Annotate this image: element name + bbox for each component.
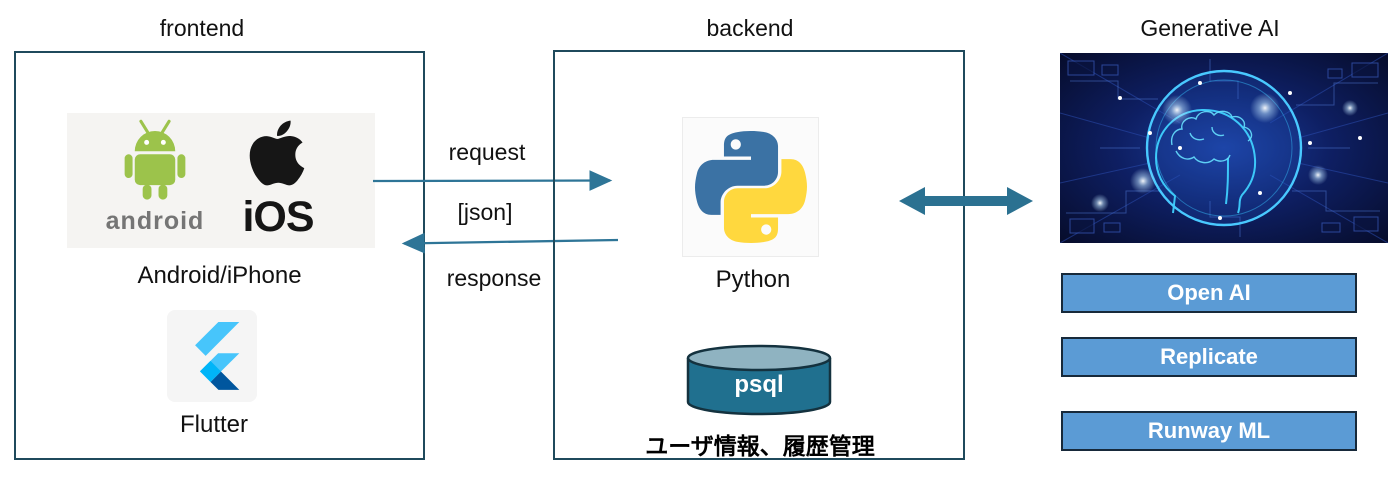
database-cylinder-icon: psql — [684, 344, 834, 416]
flutter-label: Flutter — [179, 411, 248, 438]
flutter-logo-icon — [184, 322, 240, 390]
frontend-title: frontend — [159, 15, 245, 41]
python-label: Python — [715, 266, 791, 293]
right-arrow-icon — [372, 170, 613, 191]
android-wordmark: android — [105, 207, 205, 235]
database-label: psql — [734, 371, 783, 398]
genai-service-button-runway-ml[interactable]: Runway ML — [1061, 411, 1357, 451]
genai-service-button-replicate[interactable]: Replicate — [1061, 337, 1357, 377]
ai-brain-circuit-image — [1060, 53, 1388, 243]
double-headed-arrow-icon — [899, 183, 1033, 219]
frontend-box — [14, 51, 425, 460]
request-label: request — [448, 139, 526, 165]
genai-service-button-open-ai[interactable]: Open AI — [1061, 273, 1357, 313]
python-logo-icon — [694, 131, 807, 243]
python-logo-tile — [682, 117, 819, 257]
response-label: response — [446, 265, 542, 291]
json-payload-label: [json] — [457, 199, 513, 225]
database-caption: ユーザ情報、履歴管理 — [645, 433, 875, 459]
left-arrow-icon — [401, 232, 619, 254]
backend-title: backend — [706, 15, 794, 41]
backend-box — [553, 50, 965, 460]
platform-label: Android/iPhone — [137, 262, 302, 289]
genai-title: Generative AI — [1140, 15, 1280, 41]
flutter-logo-tile — [167, 310, 257, 402]
android-robot-icon — [111, 115, 199, 205]
apple-logo-icon — [243, 117, 311, 189]
ios-label: iOS — [242, 193, 314, 241]
request-response-arrows — [367, 168, 625, 254]
android-ios-image: android iOS — [67, 113, 375, 248]
